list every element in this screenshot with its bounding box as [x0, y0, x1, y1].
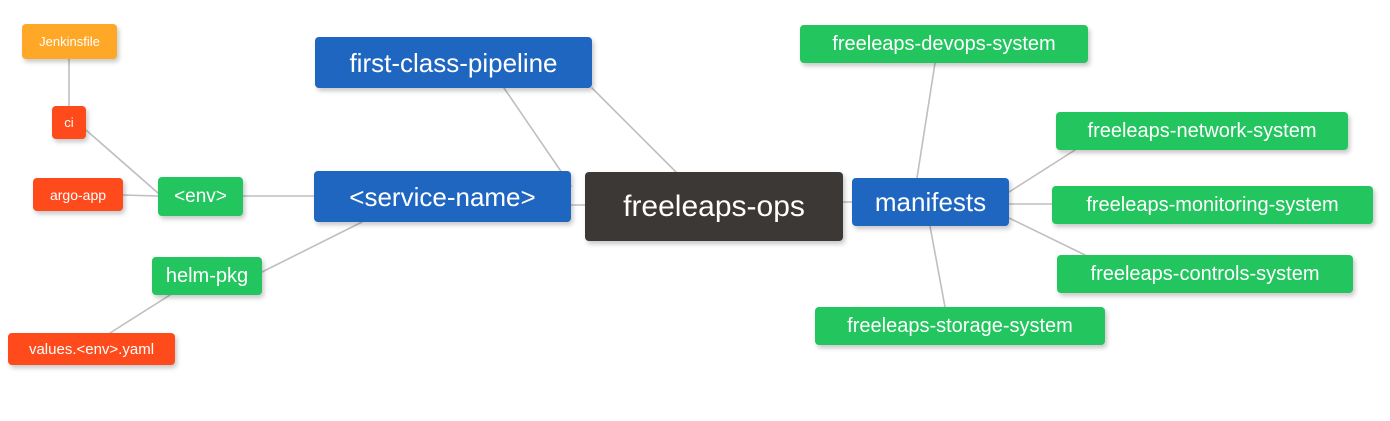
node-label-first-class-pipeline: first-class-pipeline [349, 47, 558, 78]
node-label-ci: ci [64, 115, 74, 130]
node-env[interactable]: <env> [158, 177, 243, 216]
node-freeleaps-ops[interactable]: freeleaps-ops [585, 172, 843, 241]
node-helm-pkg[interactable]: helm-pkg [152, 257, 262, 295]
node-freeleaps-devops-system[interactable]: freeleaps-devops-system [800, 25, 1088, 63]
edge-manifests-to-freeleaps-devops-system [916, 62, 936, 179]
node-label-jenkinsfile: Jenkinsfile [39, 34, 100, 49]
node-label-freeleaps-network-system: freeleaps-network-system [1087, 120, 1317, 142]
edge-helm-pkg-to-values-yaml [109, 294, 171, 334]
node-label-freeleaps-ops: freeleaps-ops [623, 189, 805, 223]
node-freeleaps-storage-system[interactable]: freeleaps-storage-system [815, 307, 1105, 345]
node-service-name[interactable]: <service-name> [314, 171, 571, 222]
node-label-freeleaps-controls-system: freeleaps-controls-system [1090, 263, 1320, 285]
node-first-class-pipeline[interactable]: first-class-pipeline [315, 37, 592, 88]
node-freeleaps-monitoring-system[interactable]: freeleaps-monitoring-system [1052, 186, 1373, 224]
node-label-helm-pkg: helm-pkg [165, 265, 249, 287]
edge-argo-app-to-env [122, 194, 159, 197]
node-ci[interactable]: ci [52, 106, 86, 139]
node-label-values-yaml: values.<env>.yaml [28, 340, 155, 358]
edge-manifests-to-freeleaps-storage-system [929, 225, 946, 308]
node-jenkinsfile[interactable]: Jenkinsfile [22, 24, 117, 59]
edge-service-name-to-helm-pkg [261, 221, 363, 273]
node-label-freeleaps-monitoring-system: freeleaps-monitoring-system [1086, 194, 1339, 216]
node-freeleaps-network-system[interactable]: freeleaps-network-system [1056, 112, 1348, 150]
node-values-yaml[interactable]: values.<env>.yaml [8, 333, 175, 365]
node-label-service-name: <service-name> [349, 181, 536, 212]
node-label-freeleaps-storage-system: freeleaps-storage-system [847, 315, 1073, 337]
node-freeleaps-controls-system[interactable]: freeleaps-controls-system [1057, 255, 1353, 293]
node-label-manifests: manifests [874, 187, 987, 217]
node-label-argo-app: argo-app [49, 186, 107, 203]
node-manifests[interactable]: manifests [852, 178, 1009, 226]
node-argo-app[interactable]: argo-app [33, 178, 123, 211]
node-label-env: <env> [174, 186, 227, 207]
edge-first-class-pipeline-to-freeleaps-ops [591, 87, 677, 173]
node-label-freeleaps-devops-system: freeleaps-devops-system [832, 33, 1056, 55]
